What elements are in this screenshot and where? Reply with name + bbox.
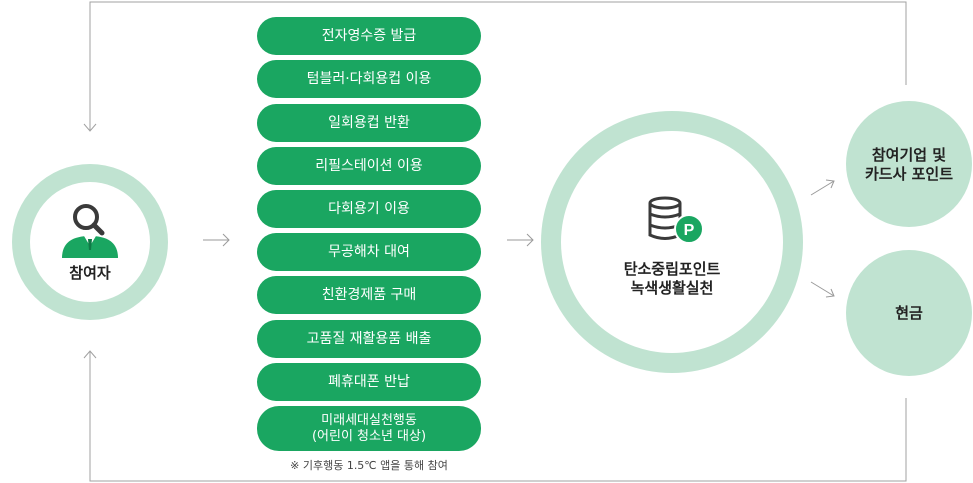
activity-pill: 리필스테이션 이용 — [257, 147, 481, 185]
activity-label: 무공해차 대여 — [328, 243, 410, 260]
activity-label: 고품질 재활용품 배출 — [306, 330, 432, 347]
coins-point-icon: P — [648, 196, 704, 244]
reward-label-cash: 현금 — [849, 304, 969, 323]
activity-pill: 미래세대실천행동 (어린이 청소년 대상) — [257, 406, 481, 451]
reward-label-points: 참여기업 및 카드사 포인트 — [849, 146, 969, 184]
activity-pill: 무공해차 대여 — [257, 233, 481, 271]
activity-pill: 폐휴대폰 반납 — [257, 363, 481, 401]
reward-circle-points — [846, 101, 972, 227]
activity-label: 폐휴대폰 반납 — [328, 373, 410, 390]
activity-label: 미래세대실천행동 — [321, 412, 417, 428]
reward-label-line2: 카드사 포인트 — [864, 165, 954, 183]
activity-label: 전자영수증 발급 — [321, 27, 417, 44]
arrow-up-right-icon — [810, 179, 835, 196]
activity-sublabel: (어린이 청소년 대상) — [311, 428, 427, 444]
activity-label: 친환경제품 구매 — [321, 286, 417, 303]
activity-label: 일회용컵 반환 — [328, 114, 410, 131]
activity-label: 텀블러·다회용컵 이용 — [306, 70, 432, 87]
activity-label: 다회용기 이용 — [328, 200, 410, 217]
arrow-down-right-icon — [810, 281, 835, 298]
user-search-icon — [62, 204, 118, 258]
activity-pill: 텀블러·다회용컵 이용 — [257, 60, 481, 98]
participant-label: 참여자 — [69, 264, 111, 282]
reward-circle-cash — [846, 250, 972, 376]
activity-pill: 친환경제품 구매 — [257, 276, 481, 314]
svg-text:P: P — [684, 222, 695, 239]
center-inner — [561, 131, 783, 353]
activity-pill: 전자영수증 발급 — [257, 17, 481, 55]
reward-label-line1: 참여기업 및 — [871, 146, 947, 164]
center-label: 탄소중립포인트 녹색생활실천 — [602, 260, 742, 298]
arrow-right-icon — [203, 233, 230, 247]
arrowhead-up-icon — [83, 350, 97, 359]
connector-bottom-line — [89, 352, 907, 482]
activity-pill: 고품질 재활용품 배출 — [257, 320, 481, 358]
activity-pill: 일회용컵 반환 — [257, 104, 481, 142]
connector-top-line — [89, 1, 907, 130]
activity-label: 리필스테이션 이용 — [315, 157, 423, 174]
participation-note: ※ 기후행동 1.5℃ 앱을 통해 참여 — [290, 459, 448, 472]
reward-label-line1: 현금 — [895, 304, 923, 322]
arrowhead-down-icon — [83, 123, 97, 132]
center-label-line1: 탄소중립포인트 — [623, 260, 721, 278]
arrow-right-icon — [507, 233, 534, 247]
activity-pill: 다회용기 이용 — [257, 190, 481, 228]
center-label-line2: 녹색생활실천 — [630, 279, 714, 297]
